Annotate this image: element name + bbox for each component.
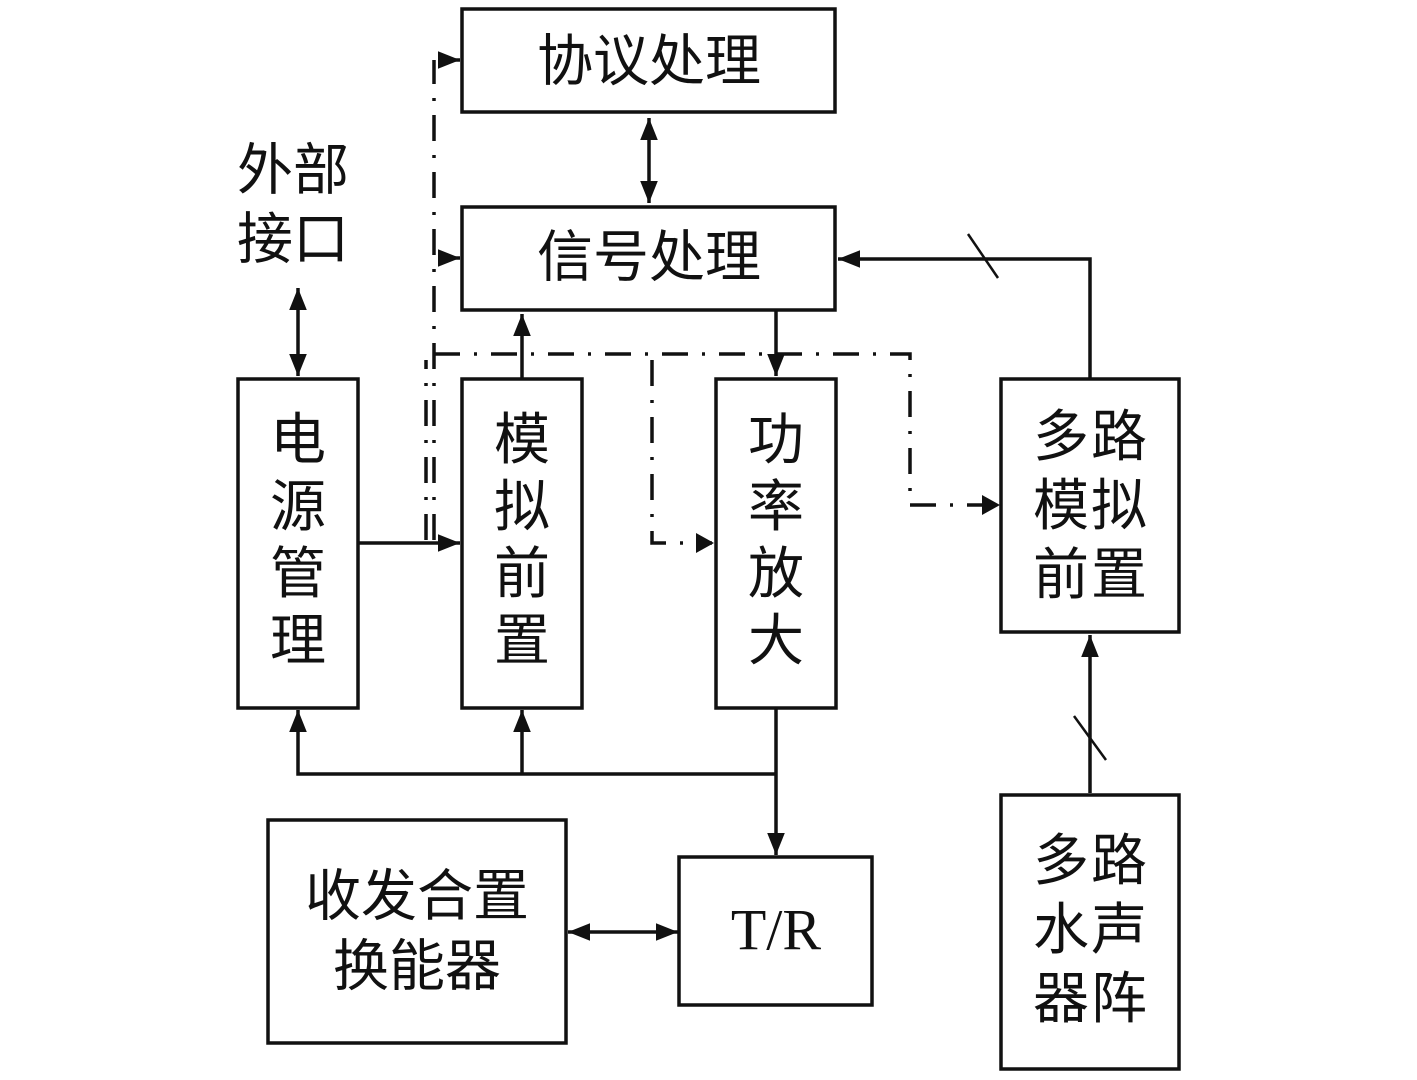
label-char: 拟 [494,475,550,540]
block-analog-fe: 模拟前置 [460,377,584,710]
block-protocol: 协议处理 [460,7,837,114]
block-power-amp-label: 功率放大 [748,408,804,674]
label-char: 放 [748,542,804,607]
ctrl-arrow-poweramp [696,533,714,553]
block-signal: 信号处理 [460,205,837,312]
label-char: 理 [270,609,326,674]
label-char: 多 [1033,405,1089,470]
block-transducer-line1: 收发合置 [305,865,529,930]
label-char: 率 [748,475,804,540]
block-transducer-line2: 换能器 [333,935,501,1000]
label-char: 路 [1091,829,1147,894]
bus-slash-top [966,233,1000,279]
label-char: 置 [1091,543,1147,608]
ctrl-horizontal-bus [434,352,996,507]
external-interface-line1: 外部 [237,139,349,204]
label-char: 源 [270,475,326,540]
block-tr-label: T/R [731,898,822,963]
label-char: 拟 [1091,474,1147,539]
external-interface-line2: 接口 [237,208,349,273]
label-char: 前 [494,542,550,607]
external-interface-label: 外部 接口 [237,139,349,273]
ctrl-arrow-multife [982,495,1000,515]
ctrl-poweramp-branch [650,360,712,545]
control-connections [424,51,1000,553]
label-char: 模 [494,408,550,473]
label-char: 大 [748,609,804,674]
label-char: 置 [494,609,550,674]
block-analog-fe-label: 模拟前置 [494,408,550,674]
block-multi-fe: 多路模拟前置 [999,377,1181,634]
label-char: 声 [1091,898,1147,963]
bus-slash-bottom [1072,715,1108,761]
block-tr: T/R [677,855,874,1007]
block-power-mgmt-label: 电源管理 [270,408,326,674]
label-char: 器 [1033,967,1089,1032]
block-multi-fe-label: 多路模拟前置 [1033,405,1147,608]
block-hydrophone: 多路水声器阵 [999,793,1181,1071]
label-char: 前 [1033,543,1089,608]
label-char: 模 [1033,474,1089,539]
wire-multife-signal [838,250,1092,378]
block-protocol-label: 协议处理 [537,30,761,95]
block-transducer: 收发合置 换能器 [266,818,568,1045]
label-char: 路 [1091,405,1147,470]
block-power-amp: 功率放大 [714,377,838,710]
label-char: 水 [1033,898,1089,963]
block-signal-label: 信号处理 [537,226,761,291]
label-char: 多 [1033,829,1089,894]
block-hydrophone-label: 多路水声器阵 [1033,829,1147,1032]
solid-connections [289,118,1108,941]
label-char: 管 [270,542,326,607]
wire-bottom-bus [289,710,776,776]
block-power-mgmt: 电源管理 [236,377,360,710]
label-char: 阵 [1091,967,1147,1032]
label-char: 电 [270,408,326,473]
label-char: 功 [748,408,804,473]
